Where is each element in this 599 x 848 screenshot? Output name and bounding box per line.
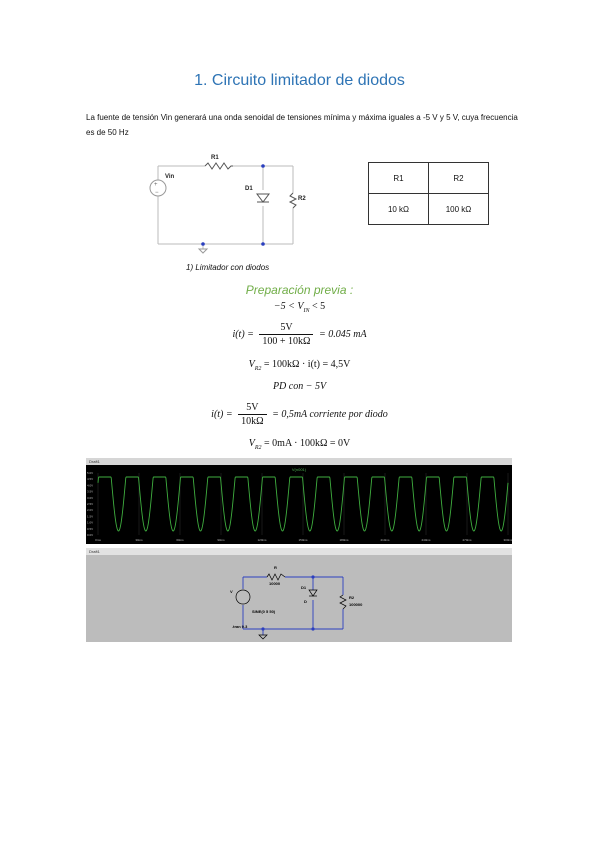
x-tick-label: 60ms <box>176 538 184 542</box>
svg-text:R1: R1 <box>211 155 219 161</box>
equation-vr2-zero: VR2 = 0mA · 100kΩ = 0V <box>248 438 351 451</box>
ltspice-schematic: R 10000 V SINE(0 5 50) D1 D R2 100000 .t… <box>230 565 363 640</box>
equation-pd: PD con − 5V <box>272 381 327 392</box>
sine-source-icon <box>235 589 251 605</box>
svg-text:10000: 10000 <box>269 581 281 586</box>
resistor-table: R1 R2 10 kΩ 100 kΩ <box>368 162 489 225</box>
circuit-schematic: + − Vin R1 D1 R2 <box>149 155 306 254</box>
section-heading: 1. Circuito limitador de diodos <box>0 72 599 90</box>
table-value-r2: 100 kΩ <box>428 193 489 225</box>
y-tick-label: 2.5V <box>87 502 93 506</box>
resistor-r2-icon <box>288 192 298 209</box>
x-tick-label: 0ms <box>95 538 101 542</box>
voltage-source-icon <box>149 179 167 197</box>
equation-vr2: VR2 = 100kΩ · i(t) = 4,5V <box>248 359 351 372</box>
y-tick-label: 4.0V <box>87 483 93 487</box>
x-tick-label: 300ms <box>503 538 512 542</box>
resistor-r1-icon <box>204 162 233 170</box>
svg-text:−: − <box>155 190 159 196</box>
x-tick-label: 120ms <box>257 538 267 542</box>
svg-text:R2: R2 <box>298 196 306 202</box>
x-tick-label: 240ms <box>421 538 431 542</box>
x-tick-label: 90ms <box>217 538 225 542</box>
y-tick-label: 5.0V <box>87 471 93 475</box>
table-header-r2: R2 <box>428 162 489 194</box>
schematic-window-titlebar: Draft1 <box>86 548 512 555</box>
table-header-r1: R1 <box>368 162 429 194</box>
resistor-r2-icon <box>339 594 347 610</box>
x-tick-label: 150ms <box>298 538 308 542</box>
voltage-trace <box>97 476 509 532</box>
x-tick-label: 180ms <box>339 538 349 542</box>
svg-text:D1: D1 <box>301 585 307 590</box>
svg-text:R2: R2 <box>349 595 355 600</box>
y-tick-label: 3.5V <box>87 490 93 494</box>
y-tick-label: 3.0V <box>87 496 93 500</box>
y-tick-label: 0.0V <box>87 533 93 537</box>
heading-text: Circuito limitador de diodos <box>211 72 405 89</box>
intro-paragraph: La fuente de tensión Vin generará una on… <box>86 113 518 137</box>
svg-text:D: D <box>304 599 307 604</box>
prep-title: Preparación previa : <box>245 283 354 297</box>
ground-icon <box>197 248 209 254</box>
table-value-r1: 10 kΩ <box>368 193 429 225</box>
ground-icon <box>258 634 268 640</box>
y-tick-label: 0.5V <box>87 527 93 531</box>
svg-text:+: + <box>154 182 158 188</box>
equation-vin-range: −5 < VIN < 5 <box>273 301 326 314</box>
y-tick-label: 4.5V <box>87 477 93 481</box>
svg-text:Vin: Vin <box>165 174 175 180</box>
y-tick-label: 2.0V <box>87 508 93 512</box>
plot-window-titlebar: Draft1 <box>86 458 512 465</box>
svg-text:V: V <box>230 589 233 594</box>
waveform-svg: 5.0V 4.5V 4.0V 3.5V 3.0V 2.5V 2.0V 1.5V 1.0V 0.5V… <box>87 467 512 542</box>
svg-text:.tran 0.3: .tran 0.3 <box>232 624 248 629</box>
resistor-icon <box>266 573 286 581</box>
svg-text:100000: 100000 <box>349 602 363 607</box>
svg-text:SINE(0 5 50): SINE(0 5 50) <box>252 609 276 614</box>
schematic-window: Draft1 R 10000 V SINE(0 5 <box>86 548 512 642</box>
heading-number: 1. <box>194 72 208 89</box>
svg-text:R: R <box>274 565 277 570</box>
figure-caption: 1) Limitador con diodos <box>186 263 270 272</box>
y-tick-label: 1.5V <box>87 514 93 518</box>
waveform-plot-window: Draft1 5.0V 4.5V 4.0V 3.5V 3.0V 2.5V 2.0V 1.5V 1… <box>86 458 512 544</box>
svg-text:D1: D1 <box>245 186 253 192</box>
trace-label: V(n001) <box>292 467 307 472</box>
x-tick-label: 30ms <box>135 538 143 542</box>
x-tick-label: 210ms <box>380 538 390 542</box>
diode-icon <box>256 193 270 203</box>
y-tick-label: 1.0V <box>87 521 93 525</box>
x-tick-label: 270ms <box>462 538 472 542</box>
diode-icon <box>308 589 318 597</box>
